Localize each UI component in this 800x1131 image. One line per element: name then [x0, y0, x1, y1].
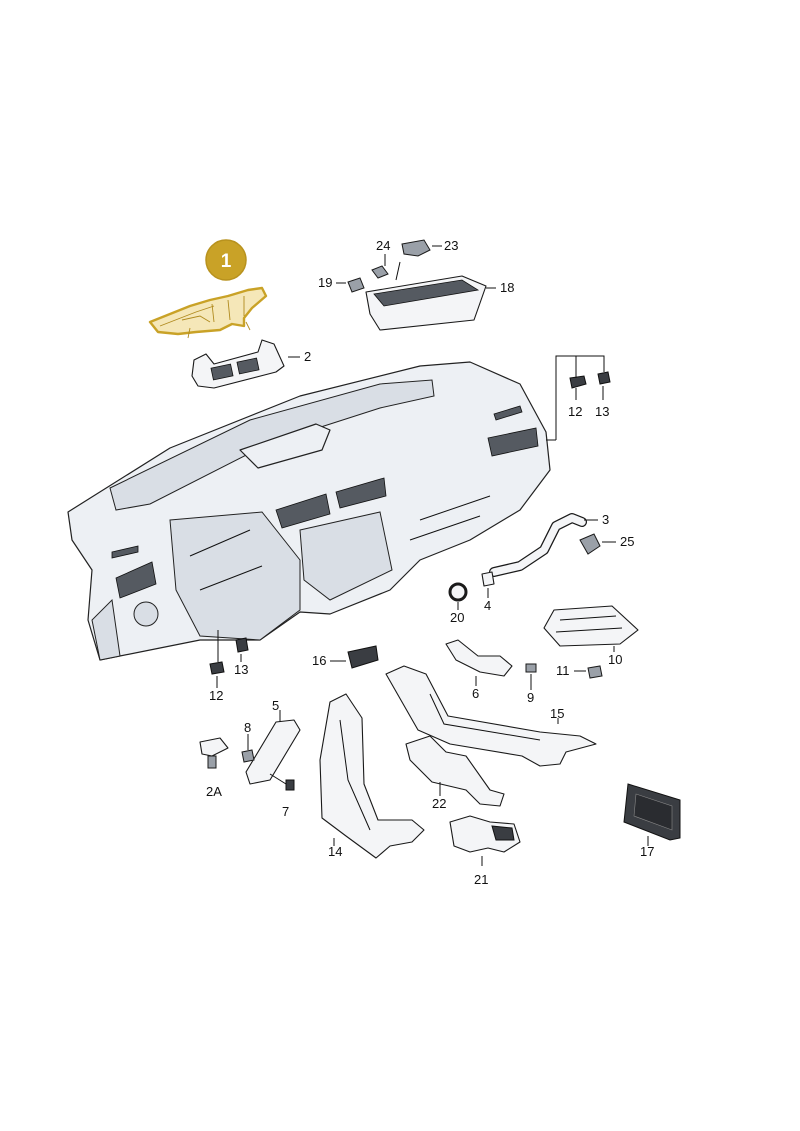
part-2a-fastener[interactable]: 2A	[199, 737, 229, 799]
label-4: 4	[484, 598, 491, 613]
part-5-bracket[interactable]: 5	[245, 698, 301, 785]
label-20: 20	[450, 610, 464, 625]
label-15: 15	[550, 706, 564, 721]
part-1-highlighted-duct[interactable]	[148, 286, 268, 339]
label-12-left: 12	[209, 688, 223, 703]
part-9-screw[interactable]: 9	[525, 663, 537, 705]
part-21-duct-elbow[interactable]: 21	[449, 815, 521, 887]
part-25-connector[interactable]: 25	[579, 533, 634, 555]
label-7: 7	[282, 804, 289, 819]
label-3: 3	[602, 512, 609, 527]
label-8: 8	[244, 720, 251, 735]
label-19: 19	[318, 275, 332, 290]
label-10: 10	[608, 652, 622, 667]
part-20-ring[interactable]: 20	[448, 582, 468, 625]
part-10-cover[interactable]: 10	[543, 605, 639, 667]
label-17: 17	[640, 844, 654, 859]
part-3-hose[interactable]: 3	[489, 512, 609, 577]
label-25: 25	[620, 534, 634, 549]
part-8-clip[interactable]: 8	[241, 720, 255, 763]
part-22-duct[interactable]: 22	[405, 735, 505, 811]
label-9: 9	[527, 690, 534, 705]
part-15-duct[interactable]: 15	[385, 665, 597, 767]
part-6-bracket[interactable]: 6	[445, 639, 513, 701]
part-24-clip[interactable]: 24	[371, 238, 401, 281]
label-22: 22	[432, 796, 446, 811]
part-7-screw[interactable]: 7	[269, 773, 295, 819]
part-11-screw[interactable]: 11	[556, 663, 603, 679]
part-16-switch[interactable]: 16	[312, 645, 379, 669]
label-23: 23	[444, 238, 458, 253]
part-1-number: 1	[221, 251, 232, 272]
part-19-clip[interactable]: 19	[318, 275, 365, 293]
label-24: 24	[376, 238, 390, 253]
label-12-right: 12	[568, 404, 582, 419]
dashboard-assembly	[67, 361, 551, 661]
part-12-bolt-right[interactable]: 12	[568, 366, 587, 419]
part-17-grille[interactable]: 17	[623, 783, 681, 859]
part-4-grommet[interactable]: 4	[481, 571, 495, 613]
part-2-vent-nozzle[interactable]: 2	[191, 339, 311, 389]
label-18: 18	[500, 280, 514, 295]
label-2a: 2A	[206, 784, 222, 799]
part-23-sensor[interactable]: 23	[401, 238, 458, 257]
part-12-bolt-left[interactable]: 12	[209, 630, 225, 703]
label-11: 11	[556, 663, 570, 678]
label-6: 6	[472, 686, 479, 701]
label-13-right: 13	[595, 404, 609, 419]
part-18-speaker-grille[interactable]: 18	[365, 275, 514, 331]
part-13-nut-left[interactable]: 13	[234, 637, 249, 677]
part-14-duct[interactable]: 14	[319, 693, 425, 859]
part-12-13-bracket-right	[546, 355, 605, 441]
label-13-left: 13	[234, 662, 248, 677]
label-5: 5	[272, 698, 279, 713]
label-14: 14	[328, 844, 342, 859]
label-16: 16	[312, 653, 326, 668]
part-13-nut-right[interactable]: 13	[595, 371, 611, 419]
label-21: 21	[474, 872, 488, 887]
part-1-badge[interactable]: 1	[205, 239, 247, 281]
label-2: 2	[304, 349, 311, 364]
